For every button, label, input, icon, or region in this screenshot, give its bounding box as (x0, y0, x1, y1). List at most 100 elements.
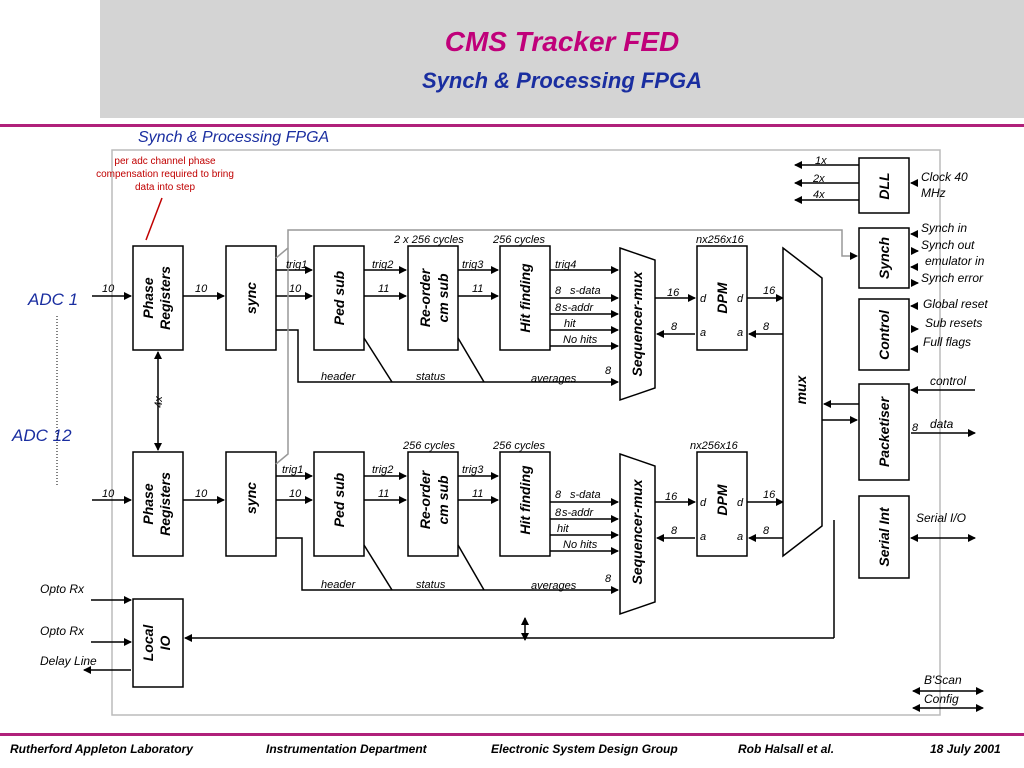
svg-text:d: d (737, 293, 744, 305)
svg-text:nx256x16: nx256x16 (690, 440, 739, 452)
svg-text:Registers: Registers (157, 266, 173, 330)
svg-text:10: 10 (102, 283, 115, 295)
dpm-12 (696, 451, 748, 557)
svg-text:Sub resets: Sub resets (925, 316, 982, 330)
svg-text:B'Scan: B'Scan (924, 673, 962, 687)
reorder-12 (407, 451, 459, 557)
adc1-label: ADC 1 (27, 290, 78, 309)
svg-text:status: status (416, 371, 446, 383)
svg-text:11: 11 (472, 283, 483, 295)
svg-text:2x: 2x (812, 173, 825, 185)
svg-text:2 x 256 cycles: 2 x 256 cycles (393, 234, 464, 246)
svg-text:sync: sync (243, 282, 259, 314)
slide-subtitle: Synch & Processing FPGA (422, 68, 702, 93)
svg-text:Phase: Phase (140, 277, 156, 318)
svg-text:s-data: s-data (570, 489, 601, 501)
svg-text:hit: hit (564, 318, 577, 330)
svg-text:Serial Int: Serial Int (876, 506, 892, 566)
svg-text:s-addr: s-addr (562, 302, 595, 314)
svg-text:Clock 40: Clock 40 (921, 170, 968, 184)
svg-text:Synch out: Synch out (921, 238, 975, 252)
svg-text:8: 8 (671, 321, 678, 333)
phase-note: per adc channel phase compensation requi… (96, 156, 234, 193)
svg-text:a: a (737, 531, 743, 543)
svg-text:cm sub: cm sub (435, 273, 451, 322)
svg-text:Config: Config (924, 692, 959, 706)
sync-12 (225, 451, 277, 557)
svg-text:per adc channel phase: per adc channel phase (114, 156, 216, 167)
svg-text:11: 11 (472, 488, 483, 500)
svg-text:s-addr: s-addr (562, 507, 595, 519)
svg-text:Control: Control (876, 309, 892, 360)
svg-text:Local: Local (140, 624, 156, 662)
hit-finding-12 (499, 451, 551, 557)
svg-text:trig3: trig3 (462, 259, 484, 271)
svg-text:Re-order: Re-order (417, 469, 433, 529)
synch (858, 227, 910, 289)
svg-text:16: 16 (665, 491, 678, 503)
svg-text:hit: hit (557, 523, 570, 535)
svg-text:Re-order: Re-order (417, 267, 433, 327)
svg-text:1x: 1x (815, 155, 827, 167)
svg-text:a: a (737, 327, 743, 339)
serial-int (858, 495, 910, 579)
footer-group: Electronic System Design Group (491, 742, 678, 756)
svg-text:8: 8 (912, 422, 919, 434)
svg-text:header: header (321, 579, 357, 591)
svg-text:4x: 4x (813, 189, 825, 201)
svg-text:Delay Line: Delay Line (40, 654, 97, 668)
svg-text:Synch error: Synch error (921, 271, 984, 285)
svg-text:IO: IO (157, 636, 173, 651)
svg-text:4x: 4x (153, 396, 165, 408)
svg-text:sync: sync (243, 482, 259, 514)
svg-text:Hit finding: Hit finding (517, 465, 533, 535)
svg-text:cm sub: cm sub (435, 475, 451, 524)
svg-text:Ped sub: Ped sub (331, 270, 347, 325)
svg-text:averages: averages (531, 580, 577, 592)
sync-1 (225, 245, 277, 351)
bottom-rule (0, 733, 1024, 736)
svg-text:Synch: Synch (876, 237, 892, 279)
svg-text:8: 8 (605, 573, 612, 585)
svg-text:Ped sub: Ped sub (331, 472, 347, 527)
svg-text:header: header (321, 371, 357, 383)
svg-text:256 cycles: 256 cycles (492, 234, 545, 246)
svg-text:DPM: DPM (714, 282, 730, 313)
svg-text:10: 10 (102, 488, 115, 500)
svg-text:Serial I/O: Serial I/O (916, 511, 966, 525)
svg-text:8: 8 (555, 302, 562, 314)
svg-text:Hit finding: Hit finding (517, 263, 533, 333)
svg-text:DLL: DLL (876, 172, 892, 199)
svg-text:trig2: trig2 (372, 259, 393, 271)
svg-text:10: 10 (289, 283, 302, 295)
top-rule (0, 124, 1024, 127)
title-banner (100, 0, 1024, 118)
svg-text:10: 10 (289, 488, 302, 500)
svg-text:d: d (700, 293, 707, 305)
svg-text:mux: mux (793, 374, 809, 404)
svg-text:10: 10 (195, 488, 208, 500)
svg-text:Global reset: Global reset (923, 297, 988, 311)
svg-text:trig1: trig1 (282, 464, 303, 476)
adc12-label: ADC 12 (11, 426, 72, 445)
svg-text:8: 8 (555, 285, 562, 297)
svg-text:control: control (930, 374, 966, 388)
svg-text:nx256x16: nx256x16 (696, 234, 745, 246)
svg-text:compensation required to bring: compensation required to bring (96, 169, 234, 180)
svg-text:Registers: Registers (157, 472, 173, 536)
svg-text:Phase: Phase (140, 483, 156, 524)
section-label: Synch & Processing FPGA (138, 129, 329, 146)
phase-registers-12 (132, 451, 184, 557)
svg-text:16: 16 (667, 287, 680, 299)
svg-text:trig1: trig1 (286, 259, 307, 271)
svg-text:No hits: No hits (563, 334, 598, 346)
dpm-1 (696, 245, 748, 351)
reorder-1 (407, 245, 459, 351)
phase-registers-1 (132, 245, 184, 351)
svg-text:No hits: No hits (563, 539, 598, 551)
dll (858, 157, 910, 214)
svg-text:10: 10 (195, 283, 208, 295)
svg-text:MHz: MHz (921, 186, 946, 200)
svg-text:emulator in: emulator in (925, 254, 985, 268)
